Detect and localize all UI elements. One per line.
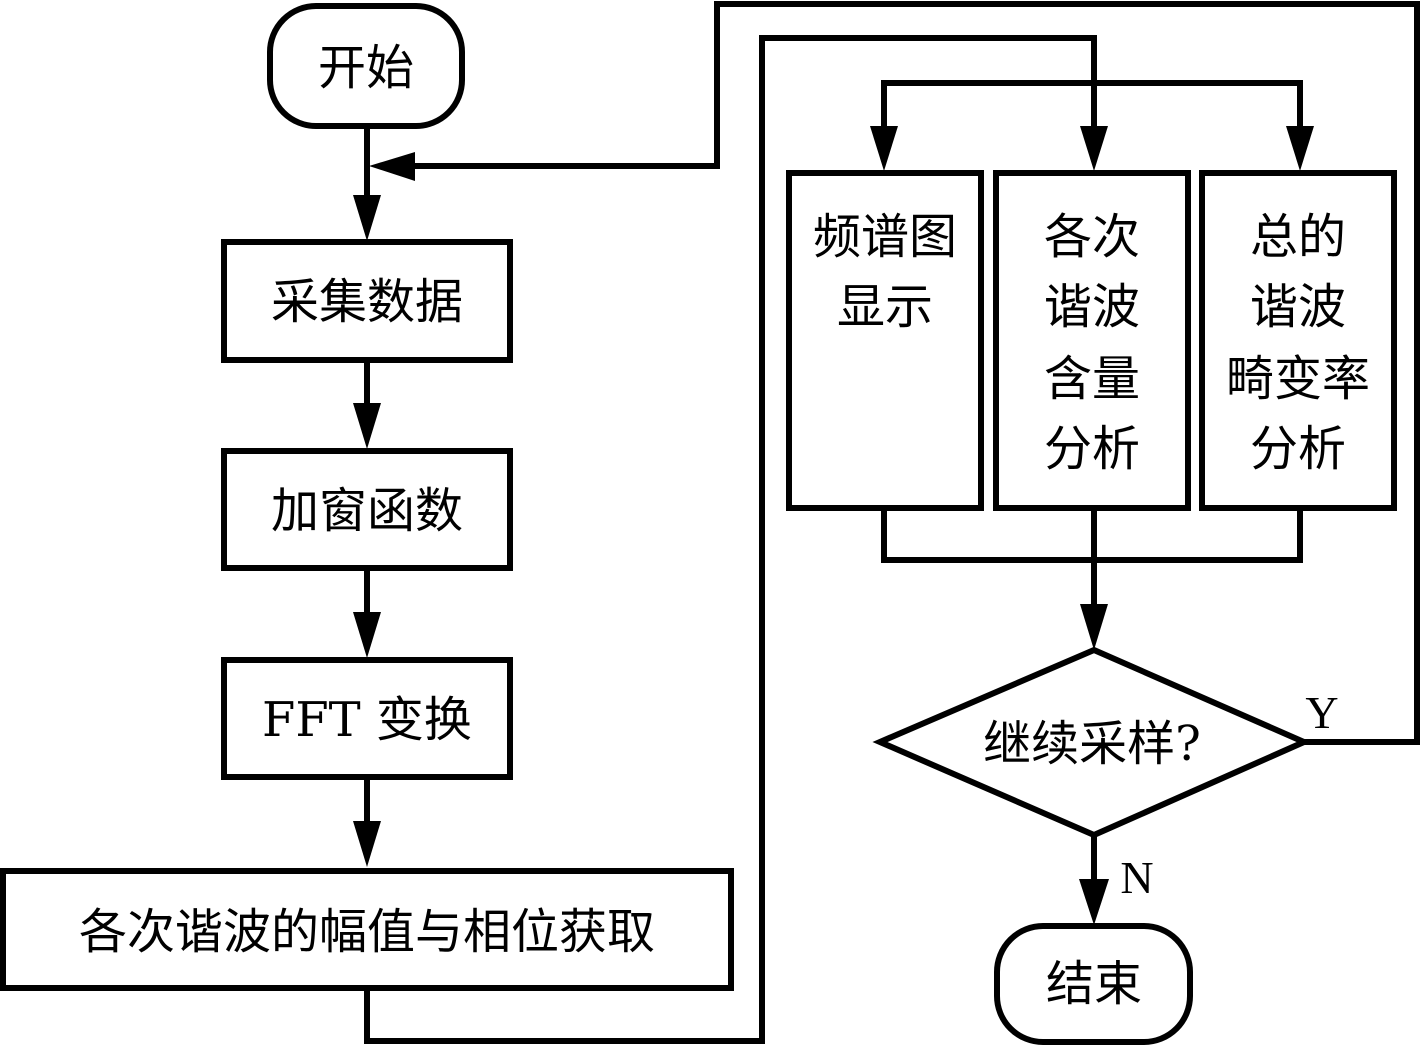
arrowhead-to-spectrum xyxy=(870,126,898,171)
arrowhead-loop-back xyxy=(369,152,415,181)
connector-split-bar xyxy=(881,80,1303,130)
harmonic-content-label-line1: 各次 xyxy=(1044,209,1140,265)
yes-label: Y xyxy=(1305,687,1338,738)
fft-node xyxy=(221,657,513,780)
arrowhead-to-content xyxy=(1080,126,1108,171)
start-label: 开始 xyxy=(318,40,414,96)
start-node xyxy=(267,3,465,129)
spectrum-display-label-line2: 显示 xyxy=(837,279,933,335)
spectrum-display-label-line1: 频谱图 xyxy=(813,209,957,265)
connector-harmonics-to-analysis xyxy=(364,35,1097,1044)
harmonics-amplitude-phase-node xyxy=(0,868,734,991)
no-label: N xyxy=(1120,852,1153,903)
thd-analysis-label-line2: 谐波 xyxy=(1250,279,1346,335)
arrowhead-to-decision xyxy=(1080,604,1108,650)
arrowhead-to-end xyxy=(1079,879,1109,925)
continue-sampling-label: 继续采样? xyxy=(983,716,1201,772)
harmonic-content-label-line3: 含量 xyxy=(1044,351,1140,407)
harmonic-content-node xyxy=(993,170,1191,511)
window-function-node xyxy=(221,448,513,571)
end-node xyxy=(994,923,1193,1045)
arrowhead-to-window xyxy=(353,403,381,449)
harmonic-content-label-line2: 谐波 xyxy=(1044,279,1140,335)
arrowhead-to-harmonics xyxy=(353,821,381,867)
collect-data-label: 采集数据 xyxy=(271,274,463,330)
connector-decision-yes-loop xyxy=(414,1,1420,745)
thd-analysis-label-line4: 分析 xyxy=(1250,421,1346,477)
continue-sampling-decision xyxy=(872,646,1312,839)
thd-analysis-label-line3: 畸变率 xyxy=(1226,351,1370,407)
arrowhead-to-thd xyxy=(1286,126,1314,171)
thd-analysis-label-line1: 总的 xyxy=(1250,209,1346,265)
spectrum-display-node xyxy=(786,170,984,511)
fft-label: FFT 变换 xyxy=(262,692,472,748)
arrowhead-to-collect xyxy=(353,195,381,241)
end-label: 结束 xyxy=(1046,956,1142,1012)
harmonics-amplitude-phase-label: 各次谐波的幅值与相位获取 xyxy=(79,904,655,960)
thd-analysis-node xyxy=(1199,170,1397,511)
arrowhead-to-fft xyxy=(353,612,381,658)
harmonic-content-label-line4: 分析 xyxy=(1044,421,1140,477)
window-function-label: 加窗函数 xyxy=(271,483,463,539)
collect-data-node xyxy=(221,239,513,363)
